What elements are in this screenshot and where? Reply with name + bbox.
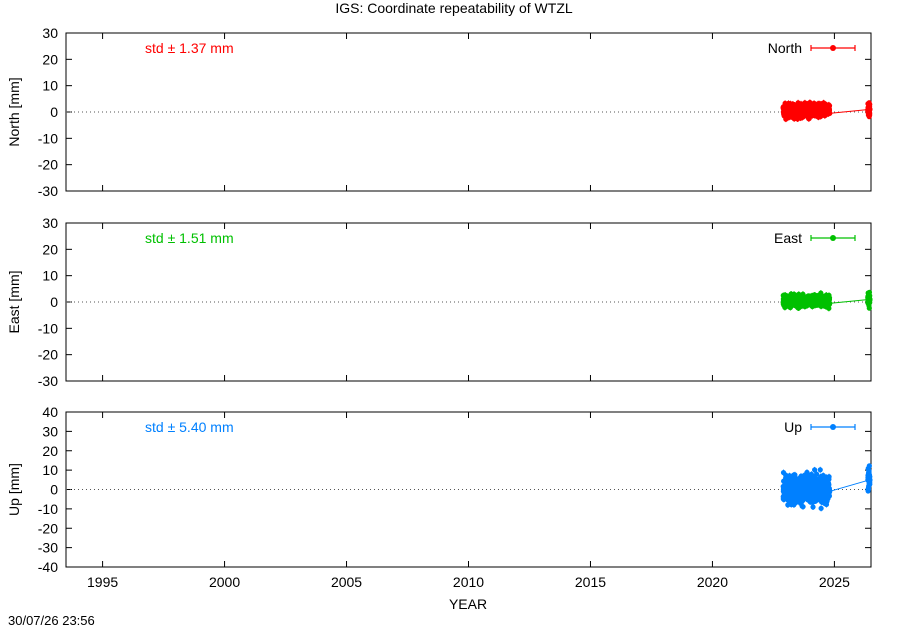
- x-tick-label: 2010: [453, 574, 484, 590]
- y-tick-label: 0: [50, 482, 58, 498]
- data-point: [866, 112, 873, 118]
- y-tick-label: 30: [42, 215, 58, 231]
- x-tick-label: 1995: [87, 574, 118, 590]
- legend-label: East: [774, 230, 802, 246]
- data-point: [866, 289, 873, 295]
- y-axis-label: Up [mm]: [6, 463, 22, 516]
- data-point: [818, 505, 824, 511]
- y-axis-label: East [mm]: [6, 270, 22, 333]
- y-tick-label: -30: [38, 183, 58, 199]
- data-point: [817, 467, 823, 473]
- y-axis-label: North [mm]: [6, 77, 22, 146]
- x-tick-label: 2005: [331, 574, 362, 590]
- data-point: [826, 305, 832, 311]
- y-tick-label: 30: [42, 423, 58, 439]
- data-point: [826, 103, 833, 109]
- y-tick-label: -40: [38, 559, 58, 575]
- x-tick-label: 2025: [819, 574, 850, 590]
- data-point: [812, 467, 818, 473]
- y-tick-label: 0: [50, 104, 58, 120]
- y-tick-label: -20: [38, 347, 58, 363]
- y-tick-label: 20: [42, 443, 58, 459]
- panel-up: -40 -30 -20 -10 0 10 20 30 40 1995 2000 2005 2010 201…: [6, 404, 873, 590]
- y-tick-label: -20: [38, 520, 58, 536]
- legend-label: Up: [784, 419, 802, 435]
- y-tick-label: 20: [42, 51, 58, 67]
- y-tick-label: 20: [42, 241, 58, 257]
- data-point: [826, 300, 833, 307]
- y-tick-label: -10: [38, 501, 58, 517]
- data-point: [866, 100, 872, 107]
- y-tick-label: -30: [38, 540, 58, 556]
- data-point: [810, 504, 816, 510]
- std-annotation: std ± 1.51 mm: [145, 230, 234, 246]
- data-connector: [829, 108, 870, 114]
- y-tick-label: 0: [50, 294, 58, 310]
- std-annotation: std ± 5.40 mm: [145, 419, 234, 435]
- x-tick-label: 2000: [209, 574, 240, 590]
- legend-marker: [830, 45, 836, 51]
- data-point: [866, 105, 872, 111]
- data-point: [826, 474, 832, 480]
- data-point: [866, 305, 872, 311]
- y-tick-label: -30: [38, 373, 58, 389]
- y-tick-label: 40: [42, 404, 58, 420]
- timestamp-footer: 30/07/26 23:56: [8, 613, 95, 628]
- data-connector: [829, 479, 870, 492]
- x-tick-label: 2015: [575, 574, 606, 590]
- data-point: [826, 110, 833, 117]
- y-tick-label: -10: [38, 320, 58, 336]
- x-tick-label: 2020: [697, 574, 728, 590]
- data-point: [826, 295, 833, 301]
- data-point: [865, 299, 871, 305]
- legend-label: North: [768, 40, 802, 56]
- y-tick-label: -10: [38, 130, 58, 146]
- y-tick-label: 10: [42, 268, 58, 284]
- data-connector: [829, 298, 870, 304]
- y-tick-label: 10: [42, 78, 58, 94]
- legend-marker: [830, 235, 836, 241]
- data-point: [814, 471, 820, 477]
- y-tick-label: 10: [42, 462, 58, 478]
- data-point: [865, 488, 871, 494]
- x-axis-label: YEAR: [449, 596, 487, 612]
- y-tick-label: 30: [42, 25, 58, 41]
- chart-title: IGS: Coordinate repeatability of WTZL: [335, 0, 573, 16]
- std-annotation: std ± 1.37 mm: [145, 40, 234, 56]
- data-point: [826, 488, 833, 495]
- data-point: [866, 469, 872, 475]
- legend-marker: [830, 424, 836, 430]
- y-tick-label: -20: [38, 157, 58, 173]
- data-point: [866, 479, 872, 485]
- data-point: [804, 469, 810, 475]
- data-point: [800, 504, 806, 510]
- data-point: [826, 493, 832, 499]
